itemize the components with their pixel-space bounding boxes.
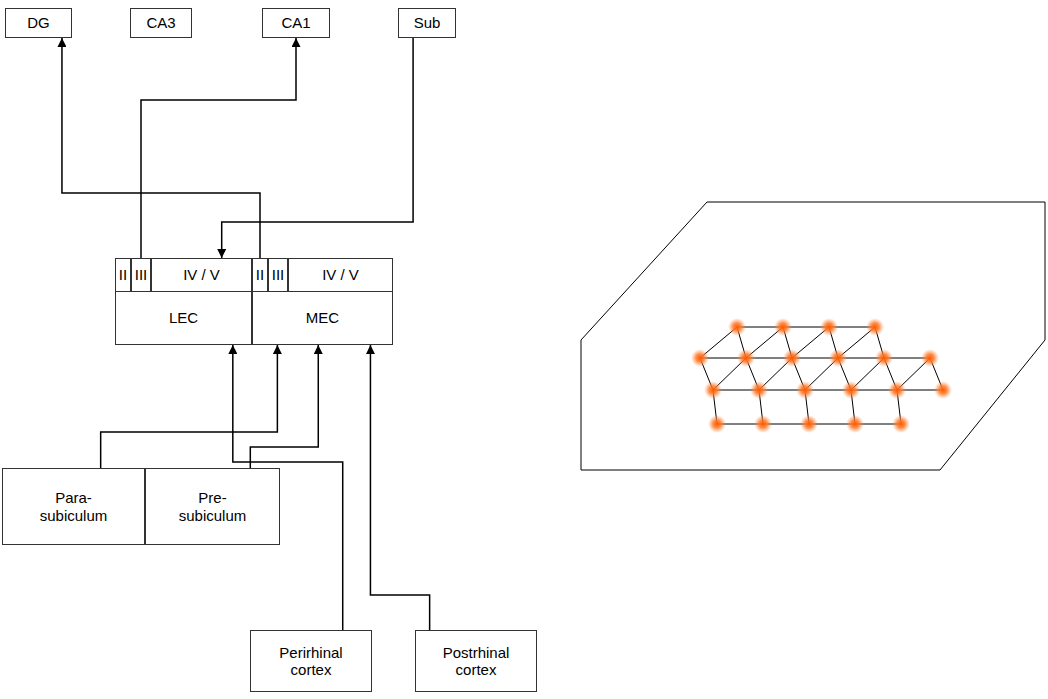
projection-arrow [222,38,413,258]
layer-cell: III [268,258,288,292]
projection-arrow [62,38,260,258]
region-box: CA1 [262,8,330,38]
firing-field [892,415,910,433]
firing-field [846,415,864,433]
node-label: LEC [169,309,198,326]
node-label: DG [27,14,50,31]
firing-field [934,381,952,399]
grid-fields [691,318,952,433]
layer-cell: IV / V [288,258,393,292]
firing-field [783,349,801,367]
firing-field [708,415,726,433]
node-label: IV / V [322,266,359,283]
firing-field [691,349,709,367]
node-label: Postrhinal cortex [436,644,516,679]
node-label: MEC [306,309,339,326]
firing-field [921,349,939,367]
node-label: III [135,266,148,283]
projection-arrow [141,38,296,258]
firing-field [774,318,792,336]
region-box: Postrhinal cortex [415,630,537,692]
firing-field [737,349,755,367]
layer-cell: IV / V [151,258,252,292]
node-label: CA3 [146,14,175,31]
layer-cell: II [115,258,131,292]
region-box: Sub [398,8,456,38]
projection-arrow [370,345,429,630]
firing-field [820,318,838,336]
region-box: Pre- subiculum [145,468,280,545]
grid-lattice [700,327,943,424]
node-label: IV / V [183,266,220,283]
region-box: Perirhinal cortex [250,630,372,692]
region-box: MECIIIIIIV / V [252,258,393,345]
firing-field [796,381,814,399]
node-label: Para- subiculum [34,489,114,524]
firing-field [704,381,722,399]
node-label: CA1 [281,14,310,31]
layer-cell: III [131,258,151,292]
node-label: Sub [414,14,441,31]
node-label: III [272,266,285,283]
firing-field [875,349,893,367]
firing-field [728,318,746,336]
node-label: II [256,266,264,283]
projection-arrow [250,345,318,468]
firing-field [754,415,772,433]
node-label: Pre- subiculum [173,489,253,524]
firing-field [750,381,768,399]
firing-field [829,349,847,367]
node-label: II [119,266,127,283]
region-box: Para- subiculum [2,468,145,545]
arena-box [581,202,1045,470]
region-box: CA3 [130,8,192,38]
firing-field [888,381,906,399]
firing-field [866,318,884,336]
node-label: Perirhinal cortex [271,644,351,679]
region-box: LECIIIIIIV / V [115,258,252,345]
firing-field [800,415,818,433]
layer-cell: II [252,258,268,292]
region-box: DG [5,8,72,38]
firing-field [842,381,860,399]
